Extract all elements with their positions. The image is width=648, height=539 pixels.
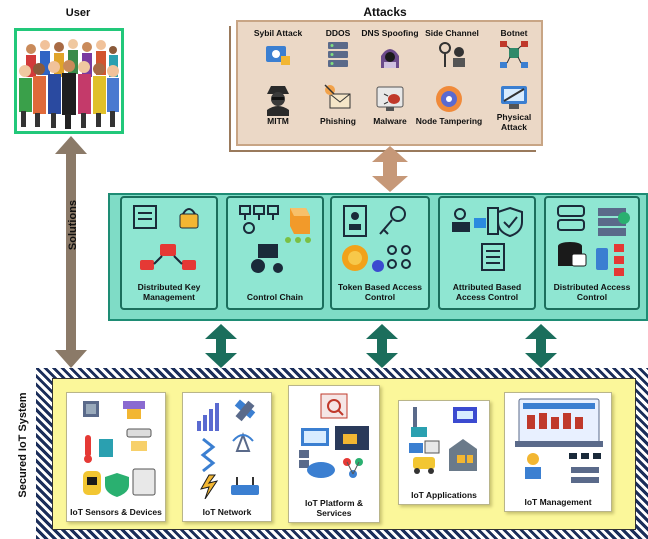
solution-secured-arrow-3	[525, 324, 557, 368]
side-channel-icon	[439, 42, 465, 67]
crowd-icon	[19, 39, 119, 129]
attack-physical: Physical Attack	[484, 80, 544, 132]
solution-attributed-based-access-control: Attributed Based Access Control	[438, 196, 536, 310]
attack-node-tampering: Node Tampering	[414, 80, 484, 126]
physical-attack-icon	[501, 86, 527, 109]
user-title: User	[65, 7, 91, 19]
attack-phishing: Phishing	[308, 80, 368, 126]
attack-side-channel: Side Channel	[422, 28, 482, 70]
malware-icon	[376, 86, 404, 111]
user-crowd-image	[14, 28, 124, 134]
botnet-icon	[500, 41, 528, 68]
iot-platform-services: IoT Platform & Services	[288, 385, 380, 523]
management-icon	[515, 398, 603, 483]
server-stack-icon	[328, 42, 348, 67]
secured-iot-label: Secured IoT System	[17, 392, 29, 498]
platform-icon	[299, 393, 369, 478]
phishing-icon	[324, 84, 351, 109]
attacks-panel: Sybil Attack DDOS DNS Spoofing Side Chan…	[236, 20, 543, 146]
spy-icon	[267, 86, 289, 116]
attacks-solutions-arrow	[372, 146, 408, 192]
distributed-access-icon	[557, 205, 630, 276]
iot-applications: IoT Applications	[398, 400, 490, 505]
solution-token-based-access-control: Token Based Access Control	[330, 196, 430, 310]
solution-control-chain: Control Chain	[226, 196, 324, 310]
key-management-icon	[133, 205, 199, 270]
sybil-icon	[266, 46, 290, 65]
applications-icon	[409, 407, 477, 474]
solutions-label: Solutions	[67, 199, 79, 251]
attack-dns-spoofing: DNS Spoofing	[358, 28, 422, 70]
attack-botnet: Botnet	[484, 28, 544, 70]
solution-secured-arrow-1	[205, 324, 237, 368]
solution-secured-arrow-2	[366, 324, 398, 368]
iot-network: IoT Network	[182, 392, 272, 522]
control-chain-icon	[239, 205, 311, 273]
attribute-access-icon	[452, 206, 523, 271]
token-access-icon	[342, 205, 411, 272]
attack-ddos: DDOS	[308, 28, 368, 70]
attack-sybil: Sybil Attack	[248, 28, 308, 70]
iot-management: IoT Management	[504, 392, 612, 512]
sensors-icon	[83, 401, 156, 497]
tamper-icon	[436, 86, 462, 112]
attacks-title: Attacks	[363, 5, 407, 19]
attack-malware: Malware	[360, 80, 420, 126]
solution-distributed-key-management: Distributed Key Management	[120, 196, 218, 310]
network-icon	[197, 399, 259, 499]
hacker-icon	[381, 49, 399, 68]
attack-mitm: MITM	[248, 80, 308, 126]
iot-sensors-devices: IoT Sensors & Devices	[66, 392, 166, 522]
solution-distributed-access-control: Distributed Access Control	[544, 196, 640, 310]
user-secured-arrow	[55, 136, 87, 368]
